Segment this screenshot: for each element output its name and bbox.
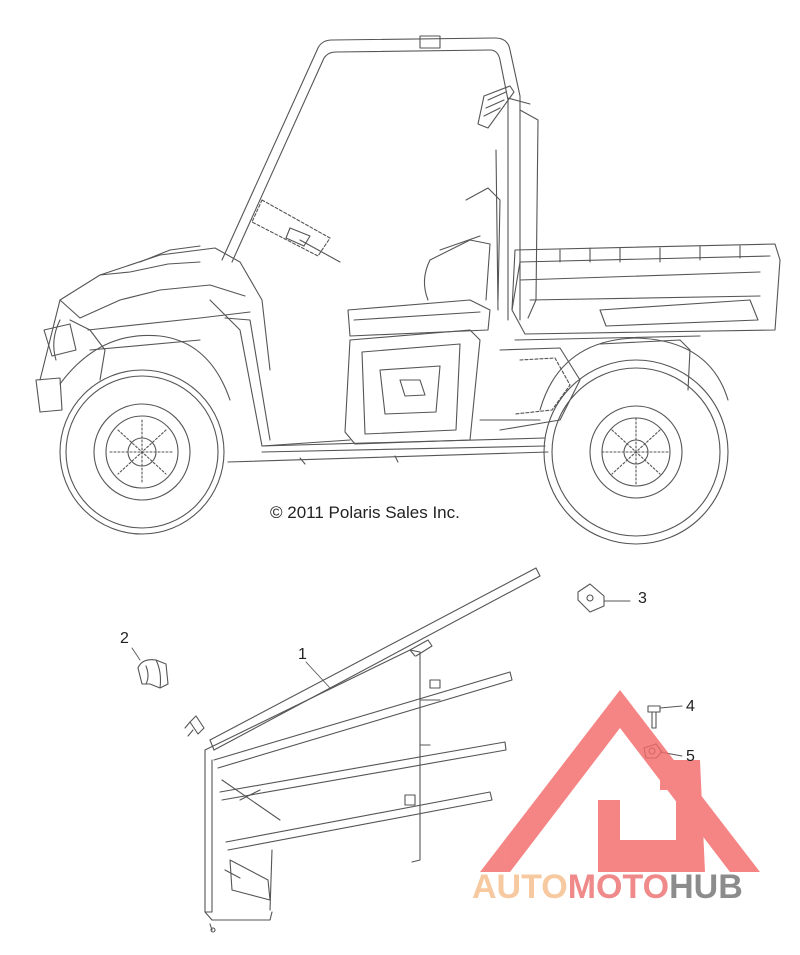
watermark-logo <box>480 690 760 872</box>
callout-4: 4 <box>686 698 695 715</box>
callout-5: 5 <box>686 748 695 765</box>
callout-3: 3 <box>638 590 647 607</box>
part-3-bracket <box>577 583 631 613</box>
callout-2: 2 <box>120 630 129 647</box>
watermark-text-auto: AUTO <box>472 868 568 906</box>
watermark-text: AUTOMOTOHUB <box>472 868 743 907</box>
leader-line-2 <box>131 647 141 661</box>
part-1-frame <box>184 567 541 933</box>
leader-line-1 <box>305 661 331 689</box>
callout-1: 1 <box>298 646 307 663</box>
watermark-text-moto: MOTO <box>567 868 670 906</box>
copyright-notice: © 2011 Polaris Sales Inc. <box>270 503 460 522</box>
watermark-text-hub: HUB <box>669 868 743 906</box>
part-2-clip <box>137 659 169 689</box>
part-4-bolt <box>647 705 683 729</box>
vehicle-illustration <box>35 35 781 545</box>
